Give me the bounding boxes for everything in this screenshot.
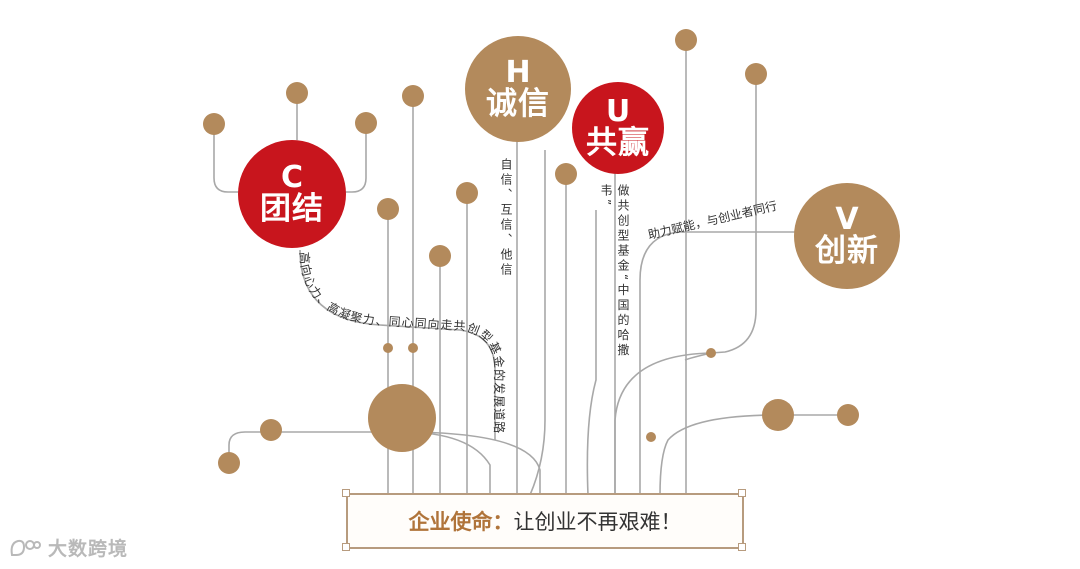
node-h: H 诚信: [465, 36, 571, 142]
banner-corner: [738, 489, 746, 497]
banner-corner: [342, 489, 350, 497]
gold-dots: [203, 29, 859, 474]
banner-corner: [342, 543, 350, 551]
caption-h: 自信、互信、他信: [499, 158, 513, 278]
node-v-letter: V: [835, 201, 859, 237]
caption-u: 做共创型基金“中国的哈撒韦”: [599, 184, 630, 359]
node-h-letter: H: [505, 54, 531, 90]
banner-corner: [738, 543, 746, 551]
watermark: 大数跨境: [8, 534, 128, 561]
node-c-word: 团结: [260, 191, 324, 228]
node-v-word: 创新: [815, 233, 879, 270]
node-h-word: 诚信: [486, 86, 550, 123]
node-u: U 共赢: [572, 82, 664, 174]
node-c: C 团结: [238, 140, 346, 248]
watermark-logo-icon: [10, 539, 41, 556]
node-u-word: 共赢: [586, 125, 650, 162]
node-c-letter: C: [280, 159, 304, 195]
mission-label: 企业使命：: [408, 510, 514, 534]
mission-text: 让创业不再艰难！: [513, 510, 682, 534]
node-v: V 创新: [794, 183, 900, 289]
node-u-letter: U: [605, 93, 631, 129]
watermark-text: 大数跨境: [48, 538, 129, 560]
mission-banner: 企业使命： 让创业不再艰难！: [346, 493, 744, 549]
